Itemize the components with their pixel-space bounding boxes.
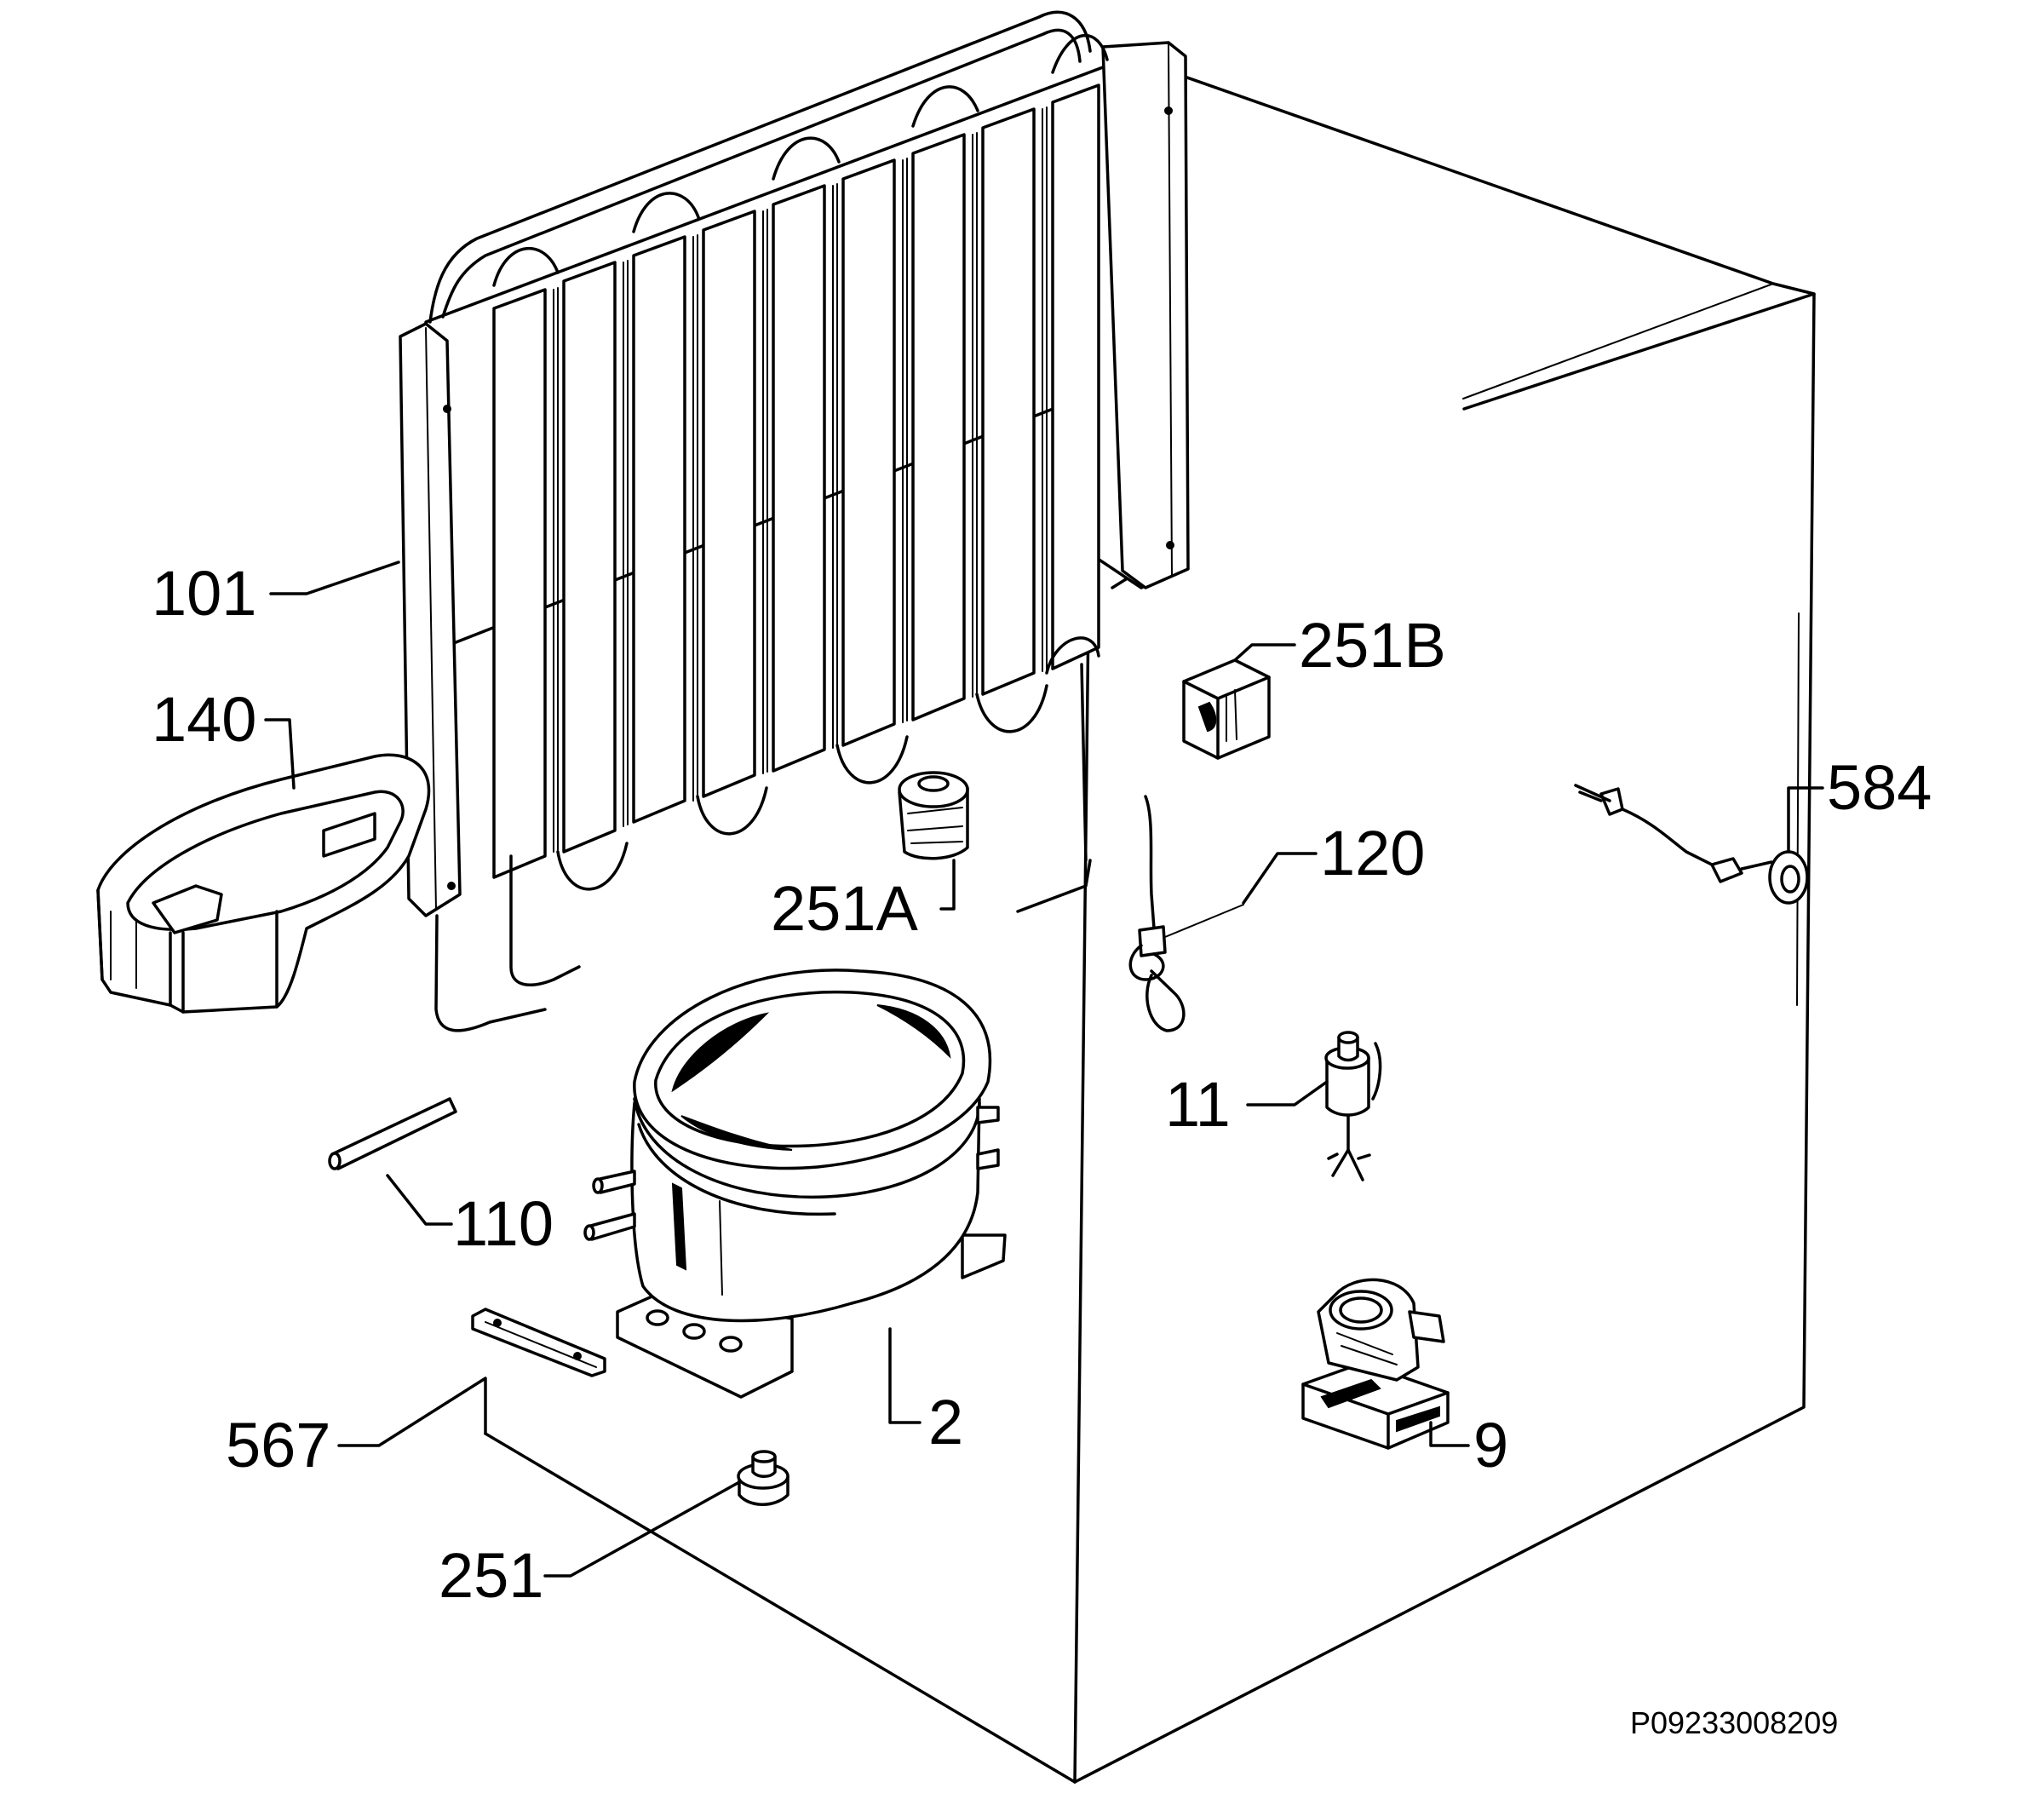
condenser-fins [492, 34, 1109, 891]
temperature-sensor [1128, 795, 1244, 1032]
label-120: 120 [1320, 818, 1425, 888]
overload-protector [1301, 1278, 1450, 1450]
thermostat-cable [1574, 784, 1809, 905]
label-9: 9 [1473, 1410, 1508, 1480]
leader-lines [264, 560, 1824, 1578]
label-251: 251 [439, 1540, 543, 1611]
label-251b: 251B [1299, 610, 1446, 681]
compressor [583, 969, 1007, 1399]
label-251a: 251A [771, 873, 918, 944]
label-110: 110 [453, 1188, 554, 1259]
rubber-grommet-a [898, 771, 969, 860]
label-101: 101 [152, 558, 256, 629]
label-2: 2 [928, 1387, 963, 1457]
label-567: 567 [226, 1410, 330, 1480]
starter-relay [1324, 1031, 1382, 1181]
rubber-grommet [737, 1450, 789, 1506]
spacer-block [1182, 658, 1271, 760]
drain-tube [328, 1097, 457, 1170]
drip-tray [96, 753, 431, 1014]
label-140: 140 [152, 684, 256, 755]
label-11: 11 [1165, 1069, 1231, 1140]
label-584: 584 [1827, 752, 1932, 823]
drawing-reference: P09233008209 [1630, 1705, 1838, 1740]
retaining-bracket [471, 1308, 606, 1377]
